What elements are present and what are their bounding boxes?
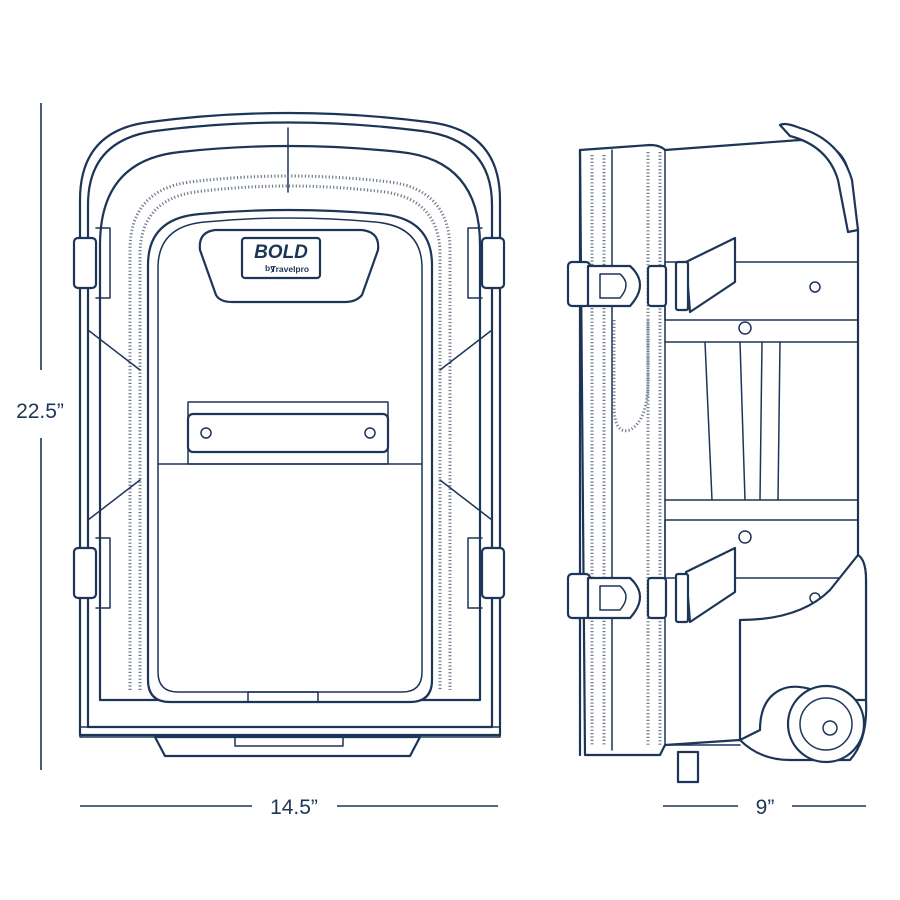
buckle-top-body [586,264,642,308]
bumper-bracket-bl [95,537,111,609]
strap-flap-top [684,236,737,314]
buckle-top-loop [674,260,690,312]
zipper-inner [138,184,442,690]
back-slats [704,341,781,501]
handle-rivet-left [200,427,212,439]
buckle-bottom-loop [674,572,690,624]
wheel-outer [786,684,866,764]
back-rivet-bottom [738,530,752,544]
buckle-top-slider [646,264,668,308]
seam-diag-tr [439,329,493,371]
wheel-inner [799,697,853,751]
buckle-bottom-insert [599,585,627,611]
zipper-outer [128,174,452,690]
front-outer-shell [78,111,502,737]
back-rivet-top [738,321,752,335]
depth-label: 9” [756,796,775,819]
bumper-bracket-br [467,537,483,609]
back-strap-bottom [664,519,859,579]
handle-rivet-right [364,427,376,439]
side-curved-zipper [612,320,650,433]
carry-handle [186,412,390,454]
buckle-top-clip [566,260,592,308]
strap-flap-bottom [684,546,737,624]
side-view [566,122,868,784]
wheel-hub [822,720,838,736]
height-label: 22.5” [16,400,64,423]
side-bumper-tr [480,236,506,290]
side-bumper-tl [72,236,98,290]
height-dimension: 22.5” [16,103,64,770]
logo-maker: Travelpro [271,264,309,274]
depth-dimension: 9” [663,796,866,819]
side-bumper-br [480,546,506,600]
logo-badge [240,236,322,280]
strap-rivet-top [809,281,821,293]
logo-by: by [265,263,275,273]
front-padded-panel [98,144,482,702]
seam-diag-tl [87,329,141,371]
buckle-top [566,236,737,314]
logo-brand: BOLD [254,242,308,263]
buckle-top-insert [599,273,627,299]
side-foot [676,750,700,784]
buckle-bottom [566,546,737,624]
seam-diag-br [439,479,493,521]
bottom-tab [247,691,319,703]
bumper-bracket-tl [95,227,111,299]
buckle-bottom-clip [566,572,592,620]
side-bumper-bl [72,546,98,600]
buckle-bottom-slider [646,576,668,620]
width-dimension: 14.5” [80,796,498,819]
bottom-grip [234,736,344,747]
buckle-bottom-body [586,576,642,620]
front-view: BOLD by Travelpro [72,111,506,758]
seam-diag-bl [87,479,141,521]
front-inner-shell [86,121,494,729]
side-top-handle [778,122,860,234]
bumper-bracket-tr [467,227,483,299]
width-label: 14.5” [270,796,318,819]
